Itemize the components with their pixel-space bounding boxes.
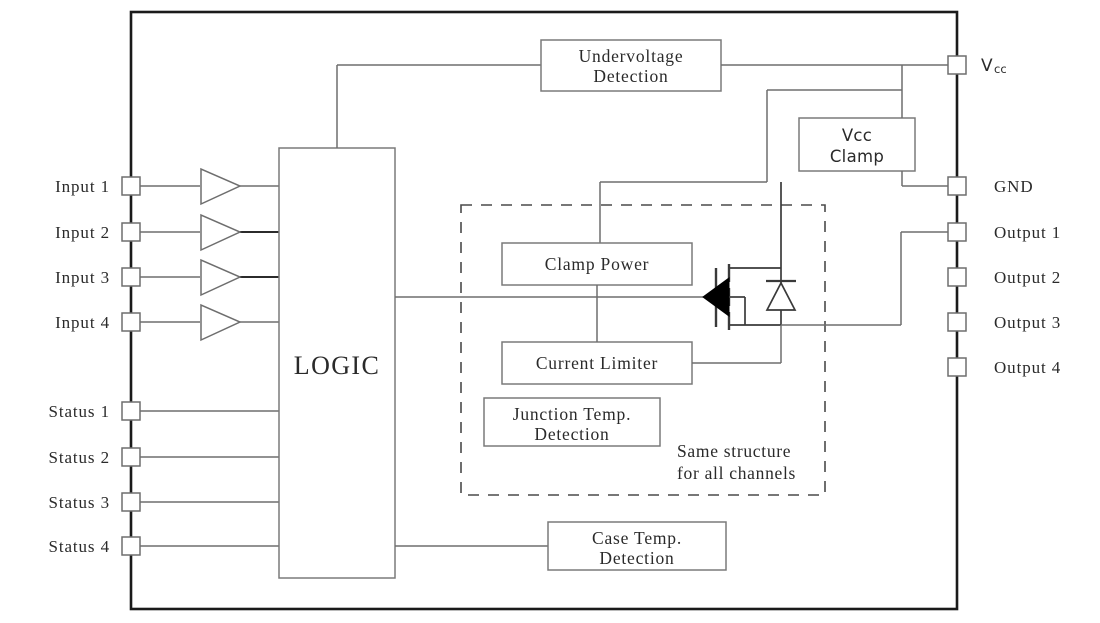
logic-block-label: LOGIC xyxy=(294,351,380,380)
junction-temp-label-line2: Detection xyxy=(534,424,609,444)
pin-label-input-2: Input 2 xyxy=(55,223,110,242)
pin-label-status-1: Status 1 xyxy=(48,402,110,421)
pin-label-status-4: Status 4 xyxy=(48,537,110,556)
pin-label-input-1: Input 1 xyxy=(55,177,110,196)
pin-label-output-3: Output 3 xyxy=(994,313,1061,332)
case-temp-detection-block xyxy=(547,521,727,571)
pin-label-input-4: Input 4 xyxy=(55,313,110,332)
pin-label-vcc-sub: cc xyxy=(994,62,1007,76)
pin-label-gnd: GND xyxy=(994,177,1034,196)
vcc-clamp-block xyxy=(798,117,916,172)
pin-square-vcc[interactable] xyxy=(947,55,967,75)
pin-square-gnd[interactable] xyxy=(947,176,967,196)
logic-block xyxy=(278,147,396,579)
junction-temp-label-line1: Junction Temp. xyxy=(513,404,632,424)
pin-square-input-4[interactable] xyxy=(121,312,141,332)
case-temp-label-line2: Detection xyxy=(599,548,674,568)
clamp-power-label: Clamp Power xyxy=(545,254,650,274)
pin-square-input-1[interactable] xyxy=(121,176,141,196)
pin-square-output-3[interactable] xyxy=(947,312,967,332)
current-limiter-label: Current Limiter xyxy=(536,353,658,373)
vcc-clamp-label-line2: Clamp xyxy=(830,147,884,166)
power-mosfet-symbol xyxy=(702,182,782,330)
vcc-clamp-label-line1: Vcc xyxy=(842,126,872,145)
undervoltage-detection-block xyxy=(540,39,722,92)
undervoltage-detection-label-line1: Undervoltage xyxy=(579,46,684,66)
buffer-triangle-4 xyxy=(200,303,242,342)
junction-temp-detection-block xyxy=(483,397,661,447)
buffer-triangle-1 xyxy=(200,167,242,206)
undervoltage-detection-label-line2: Detection xyxy=(593,66,668,86)
pin-label-output-1: Output 1 xyxy=(994,223,1061,242)
pin-square-input-3[interactable] xyxy=(121,267,141,287)
same-structure-note-line1: Same structure xyxy=(677,441,791,461)
pin-label-vcc-main: V xyxy=(981,56,993,76)
pin-label-status-2: Status 2 xyxy=(48,448,110,467)
device-outline xyxy=(129,10,959,611)
pin-square-output-2[interactable] xyxy=(947,267,967,287)
pin-label-status-3: Status 3 xyxy=(48,493,110,512)
pin-square-output-1[interactable] xyxy=(947,222,967,242)
pin-square-status-3[interactable] xyxy=(121,492,141,512)
pin-square-status-1[interactable] xyxy=(121,401,141,421)
case-temp-label-line1: Case Temp. xyxy=(592,528,682,548)
pin-label-input-3: Input 3 xyxy=(55,268,110,287)
pin-square-output-4[interactable] xyxy=(947,357,967,377)
pin-square-status-2[interactable] xyxy=(121,447,141,467)
pin-square-status-4[interactable] xyxy=(121,536,141,556)
buffer-triangle-3 xyxy=(200,258,242,297)
pin-label-output-2: Output 2 xyxy=(994,268,1061,287)
clamp-power-block xyxy=(501,242,693,286)
pin-square-input-2[interactable] xyxy=(121,222,141,242)
diode-triangle xyxy=(765,281,797,311)
pin-label-output-4: Output 4 xyxy=(994,358,1061,377)
clamp-diode-symbol xyxy=(765,268,797,325)
pin-label-vcc: V cc xyxy=(981,56,1007,76)
same-structure-note-line2: for all channels xyxy=(677,463,796,483)
buffer-triangle-2 xyxy=(200,213,242,252)
channel-dashed-boundary xyxy=(460,204,826,496)
